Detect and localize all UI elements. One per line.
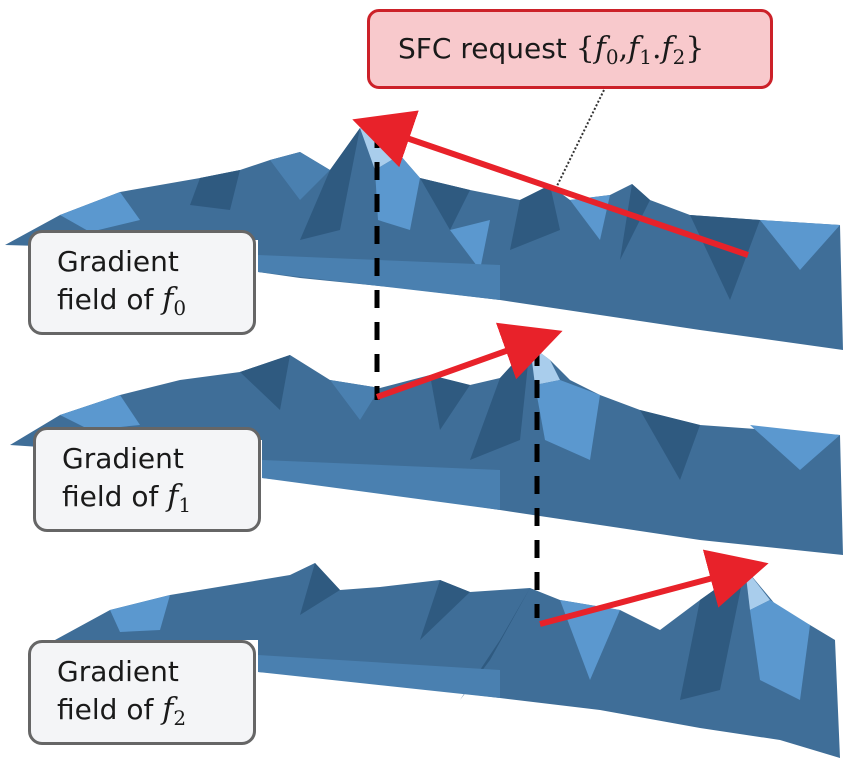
surface-f1 — [10, 345, 843, 555]
surface-f2-facet — [110, 595, 170, 632]
surface-f2-facet — [420, 580, 470, 640]
label-line1: Gradient — [62, 442, 184, 475]
request-prefix: SFC request — [398, 32, 576, 65]
function-symbol: f — [162, 692, 174, 727]
surface-f0-facet — [300, 128, 360, 240]
surface-f0-facet — [60, 192, 140, 232]
function-f1: f — [628, 31, 640, 66]
label-text: field of — [57, 283, 163, 316]
function-f0: f — [594, 31, 606, 66]
label-line2: field of f2 — [57, 691, 253, 737]
separator: . — [652, 31, 662, 66]
function-f2: f — [661, 31, 673, 66]
label-line1: Gradient — [57, 655, 179, 688]
gradient-arrow-f2 — [539, 549, 769, 627]
surface-f2-facet — [258, 655, 500, 698]
function-symbol: f — [167, 479, 179, 514]
surface-f1-facet — [640, 410, 700, 480]
surface-f0-facet — [690, 215, 760, 300]
label-line2: field of f1 — [62, 478, 258, 524]
sfc-request-callout: SFC request {f0,f1.f2} — [367, 9, 773, 89]
surface-f1-facet — [60, 395, 140, 430]
surface-f0-facet — [375, 155, 420, 230]
subscript-0: 0 — [605, 45, 619, 69]
request-function-set: {f0,f1.f2} — [575, 31, 705, 69]
open-brace: { — [575, 31, 595, 66]
surface-f0-facet — [258, 255, 500, 300]
subscript-2: 2 — [672, 45, 686, 69]
function-subscript: 0 — [173, 296, 187, 320]
separator: , — [618, 31, 629, 66]
function-subscript: 2 — [173, 706, 187, 730]
label-gradient-field-f0: Gradient field of f0 — [28, 230, 256, 335]
label-line2: field of f0 — [57, 281, 253, 327]
label-text: field of — [62, 480, 168, 513]
surface-f0 — [5, 128, 843, 350]
surface-f0-facet — [270, 152, 330, 200]
gradient-arrow-f1 — [375, 322, 563, 400]
surface-f0-facet — [620, 184, 650, 260]
surface-f0-facet — [760, 220, 840, 270]
surface-f0-facet — [510, 185, 560, 250]
label-gradient-field-f1: Gradient field of f1 — [33, 427, 261, 532]
surface-f2-facet — [300, 563, 340, 615]
close-brace: } — [685, 31, 705, 66]
gradient-arrow-f0 — [352, 110, 749, 258]
surface-f2-facet — [750, 600, 810, 700]
label-line1: Gradient — [57, 245, 179, 278]
subscript-1: 1 — [639, 45, 652, 69]
function-subscript: 1 — [178, 493, 192, 517]
label-text: field of — [57, 693, 163, 726]
surface-f0-facet — [450, 220, 490, 270]
surface-f1-facet — [750, 425, 840, 470]
surface-f1-facet — [262, 460, 500, 510]
surface-f1-facet — [240, 355, 290, 410]
surface-f2-body — [55, 563, 840, 758]
surface-f1-facet — [330, 380, 380, 420]
surface-f2-facet — [560, 600, 620, 680]
surface-f1-body — [10, 345, 843, 555]
surface-f1-facet — [535, 380, 600, 460]
function-symbol: f — [162, 282, 174, 317]
surface-f0-facet — [190, 170, 240, 210]
label-gradient-field-f2: Gradient field of f2 — [28, 640, 256, 745]
surface-f0-facet — [420, 178, 470, 230]
surface-f1-facet — [430, 375, 470, 430]
callout-connector — [554, 89, 605, 191]
